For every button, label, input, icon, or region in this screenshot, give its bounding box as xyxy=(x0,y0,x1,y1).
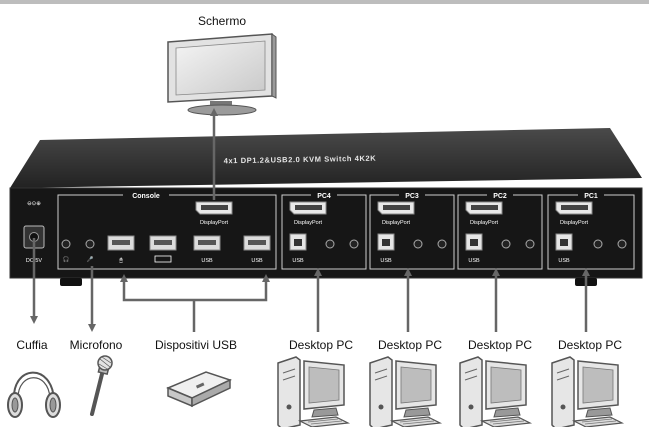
desktop-pc-icon-2 xyxy=(459,356,533,427)
pc2-dp-label: DisplayPort xyxy=(470,220,499,226)
console-usb-label-2: USB xyxy=(251,258,263,264)
pc1-panel: PC1 DisplayPort USB xyxy=(547,190,635,270)
desktop-pc-4-label: Desktop PC xyxy=(289,338,353,352)
headphones-icon xyxy=(7,371,61,418)
console-usb-label-1: USB xyxy=(201,258,213,264)
microphone-icon xyxy=(90,355,113,416)
desktop-pc-icon-3 xyxy=(369,356,443,427)
svg-text:⊖⊙⊕: ⊖⊙⊕ xyxy=(27,201,41,207)
pc4-usb-label: USB xyxy=(292,258,304,264)
pc1-label: PC1 xyxy=(584,193,598,200)
connection-arrows xyxy=(30,108,590,332)
top-rule xyxy=(0,0,649,4)
desktop-pc-icon-4 xyxy=(277,356,351,427)
console-label: Console xyxy=(132,193,160,200)
svg-text:🎤: 🎤 xyxy=(87,255,94,263)
pc2-panel: PC2 DisplayPort USB xyxy=(457,190,543,270)
desktop-pc-1-label: Desktop PC xyxy=(558,338,622,352)
device-title: 4x1 DP1.2&USB2.0 KVM Switch 4K2K xyxy=(224,154,377,166)
pc2-label: PC2 xyxy=(493,193,507,200)
pc3-panel: PC3 DisplayPort USB xyxy=(369,190,455,270)
monitor-label: Schermo xyxy=(198,14,246,28)
headphones-label: Cuffia xyxy=(16,338,47,352)
pc3-usb-label: USB xyxy=(380,258,392,264)
power-jack: ⊖⊙⊕ xyxy=(23,201,45,249)
pc2-usb-label: USB xyxy=(468,258,480,264)
pc3-dp-label: DisplayPort xyxy=(382,220,411,226)
usb-devices-label: Dispositivi USB xyxy=(155,338,237,352)
console-panel: Console 🎧 🎤 🖱 USB USB DisplayPort xyxy=(57,190,277,270)
pc1-usb-label: USB xyxy=(558,258,570,264)
desktop-pc-icon-1 xyxy=(551,356,625,427)
svg-text:🖱: 🖱 xyxy=(119,257,123,264)
desktop-pc-3-label: Desktop PC xyxy=(378,338,442,352)
svg-text:🎧: 🎧 xyxy=(63,256,70,263)
pc1-dp-label: DisplayPort xyxy=(560,220,589,226)
console-dp-label: DisplayPort xyxy=(200,220,229,226)
pc4-label: PC4 xyxy=(317,193,331,200)
desktop-pc-2-label: Desktop PC xyxy=(468,338,532,352)
monitor-icon xyxy=(167,33,277,116)
pc4-dp-label: DisplayPort xyxy=(294,220,323,226)
pc3-label: PC3 xyxy=(405,193,419,200)
usb-device-icon xyxy=(166,371,233,408)
microphone-label: Microfono xyxy=(70,338,123,352)
arrow-usb-devices xyxy=(120,274,270,302)
pc4-panel: PC4 DisplayPort USB xyxy=(281,190,367,270)
